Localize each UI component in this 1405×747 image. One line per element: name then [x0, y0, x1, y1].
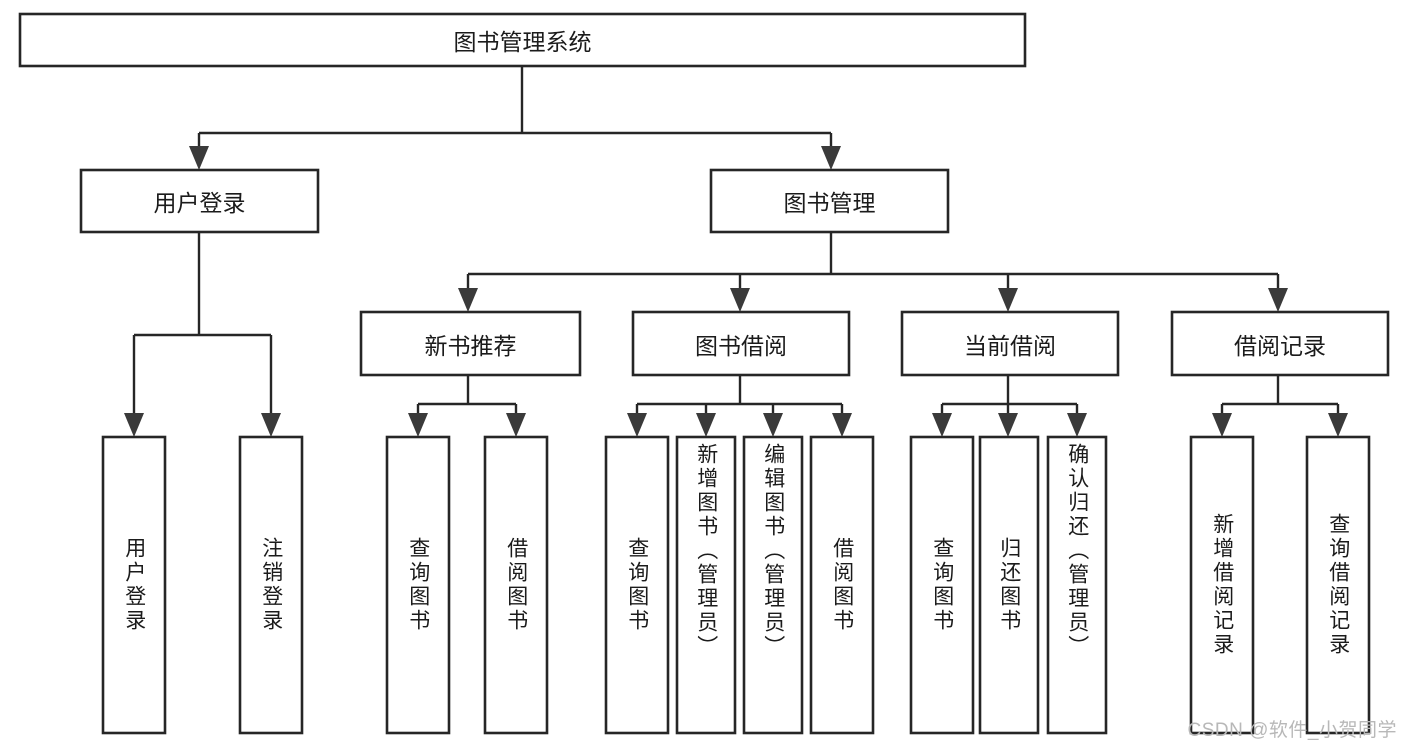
node-box-root[interactable] — [18, 12, 1027, 68]
arrowhead-current-leaf1 — [932, 413, 952, 437]
arrowhead-to-leaf-logout — [261, 413, 281, 437]
arrowhead-borrow-leaf3 — [763, 413, 783, 437]
arrowhead-borrow-leaf4 — [832, 413, 852, 437]
leaf-box-new-book-0[interactable] — [385, 435, 451, 735]
arrowhead-to-borrow-record — [1268, 288, 1288, 312]
arrowhead-current-leaf2 — [998, 413, 1018, 437]
csdn-watermark: CSDN @软件_小贺同学 — [1187, 720, 1397, 741]
arrowhead-to-new-book — [458, 288, 478, 312]
arrowhead-current-leaf3 — [1067, 413, 1087, 437]
node-box-book-borrow[interactable] — [631, 310, 851, 377]
leaf-box-book-borrow-3[interactable] — [809, 435, 875, 735]
arrowhead-to-book-mgmt — [821, 146, 841, 170]
arrowhead-newbook-leaf1 — [408, 413, 428, 437]
node-box-current-borrow[interactable] — [900, 310, 1120, 377]
leaf-box-book-borrow-1[interactable] — [675, 435, 737, 735]
arrowhead-to-leaf-user-login — [124, 413, 144, 437]
node-box-user-login[interactable] — [79, 168, 320, 234]
leaf-box-user-login-1[interactable] — [238, 435, 304, 735]
leaf-box-current-borrow-2[interactable] — [1046, 435, 1108, 735]
leaf-box-book-borrow-0[interactable] — [604, 435, 670, 735]
leaf-box-current-borrow-1[interactable] — [978, 435, 1040, 735]
leaf-box-user-login-0[interactable] — [101, 435, 167, 735]
arrowhead-record-leaf1 — [1212, 413, 1232, 437]
arrowhead-to-user-login — [189, 146, 209, 170]
arrowhead-to-current-borrow — [998, 288, 1018, 312]
leaf-box-book-borrow-2[interactable] — [742, 435, 804, 735]
node-box-borrow-record[interactable] — [1170, 310, 1390, 377]
arrowhead-record-leaf2 — [1328, 413, 1348, 437]
node-box-new-book-recommend[interactable] — [359, 310, 582, 377]
leaf-box-borrow-record-0[interactable] — [1189, 435, 1255, 735]
node-layer — [18, 12, 1390, 735]
arrowhead-to-book-borrow — [730, 288, 750, 312]
leaf-box-borrow-record-1[interactable] — [1305, 435, 1371, 735]
leaf-box-new-book-1[interactable] — [483, 435, 549, 735]
node-box-book-management[interactable] — [709, 168, 950, 234]
arrowhead-borrow-leaf1 — [627, 413, 647, 437]
arrowhead-newbook-leaf2 — [506, 413, 526, 437]
arrowhead-layer — [124, 146, 1348, 437]
arrowhead-borrow-leaf2 — [696, 413, 716, 437]
leaf-box-current-borrow-0[interactable] — [909, 435, 975, 735]
